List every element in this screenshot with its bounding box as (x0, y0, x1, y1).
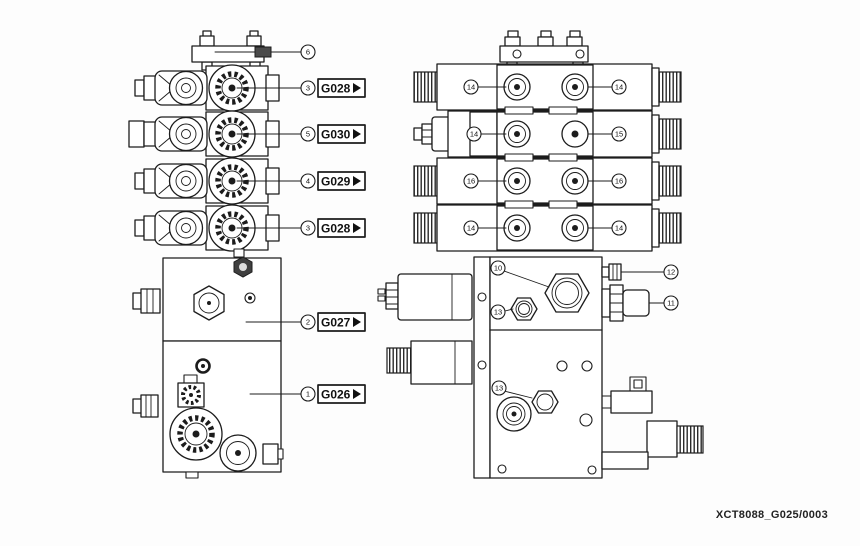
right-valve-section-1 (413, 63, 682, 111)
balloon-14-r1l: 14 (467, 83, 475, 92)
balloon-3b-number: 3 (306, 224, 310, 233)
balloon-14-r4r: 14 (615, 224, 623, 233)
callout-section-1: 3 G028 (236, 78, 366, 98)
part-code-g028b: G028 (321, 222, 351, 236)
balloon-13a: 13 (494, 308, 502, 317)
balloon-11: 11 (667, 299, 675, 308)
balloon-14-r4l: 14 (467, 224, 475, 233)
right-valve-section-3 (413, 157, 682, 205)
right-row-callouts: 14 14 14 15 16 16 14 14 (463, 79, 627, 236)
balloon-5-number: 5 (306, 130, 310, 139)
right-top-plate (499, 30, 589, 68)
balloon-16-r: 16 (615, 177, 623, 186)
callout-section-3: 4 G029 (236, 171, 366, 191)
left-manifold-lower-block (132, 340, 284, 479)
balloon-3a (300, 80, 316, 96)
right-row-joint-plates (504, 106, 578, 209)
left-top-plate (191, 30, 302, 71)
balloon-6-number: 6 (306, 48, 310, 57)
callout-section-2: 5 G030 (236, 124, 366, 144)
arrow-right-icon (353, 176, 361, 186)
callout-plate: 6 (300, 44, 316, 60)
callout-manifold-lower: 1 G026 (249, 384, 366, 404)
arrow-right-icon (353, 389, 361, 399)
balloon-1 (300, 386, 316, 402)
right-block-callouts: 10 13 12 11 13 (490, 260, 679, 399)
right-valve-section-2 (413, 110, 682, 158)
arrow-right-icon (353, 83, 361, 93)
balloon-5 (300, 126, 316, 142)
balloon-1-number: 1 (306, 390, 310, 399)
part-code-g029: G029 (321, 175, 351, 189)
balloon-6 (300, 44, 316, 60)
balloon-4 (300, 173, 316, 189)
balloon-2-number: 2 (306, 318, 310, 327)
balloon-13b: 13 (495, 384, 503, 393)
left-assembly-front-view: 6 3 G028 5 G030 4 G029 (128, 30, 366, 479)
balloon-3b (300, 220, 316, 236)
part-code-g026: G026 (321, 388, 351, 402)
balloon-15: 15 (615, 130, 623, 139)
arrow-right-icon (353, 129, 361, 139)
part-code-g028a: G028 (321, 82, 351, 96)
document-code: XCT8088_G025/0003 (716, 509, 828, 521)
balloon-3a-number: 3 (306, 84, 310, 93)
right-manifold-block (377, 256, 704, 479)
part-code-g027: G027 (321, 316, 351, 330)
balloon-12: 12 (667, 268, 675, 277)
left-manifold-upper-block (132, 248, 282, 342)
callout-section-4: 3 G028 (236, 218, 366, 238)
right-valve-section-4 (413, 204, 682, 252)
balloon-10: 10 (494, 264, 502, 273)
balloon-14-r1r: 14 (615, 83, 623, 92)
arrow-right-icon (353, 223, 361, 233)
part-code-g030: G030 (321, 128, 351, 142)
balloon-14-r2l: 14 (470, 130, 478, 139)
callout-manifold-upper: 2 G027 (245, 312, 366, 332)
balloon-2 (300, 314, 316, 330)
arrow-right-icon (353, 317, 361, 327)
balloon-4-number: 4 (306, 177, 310, 186)
balloon-16-l: 16 (467, 177, 475, 186)
right-assembly-rear-view: 14 14 14 15 16 16 14 14 (377, 30, 704, 479)
left-valve-section-2 (128, 110, 280, 158)
